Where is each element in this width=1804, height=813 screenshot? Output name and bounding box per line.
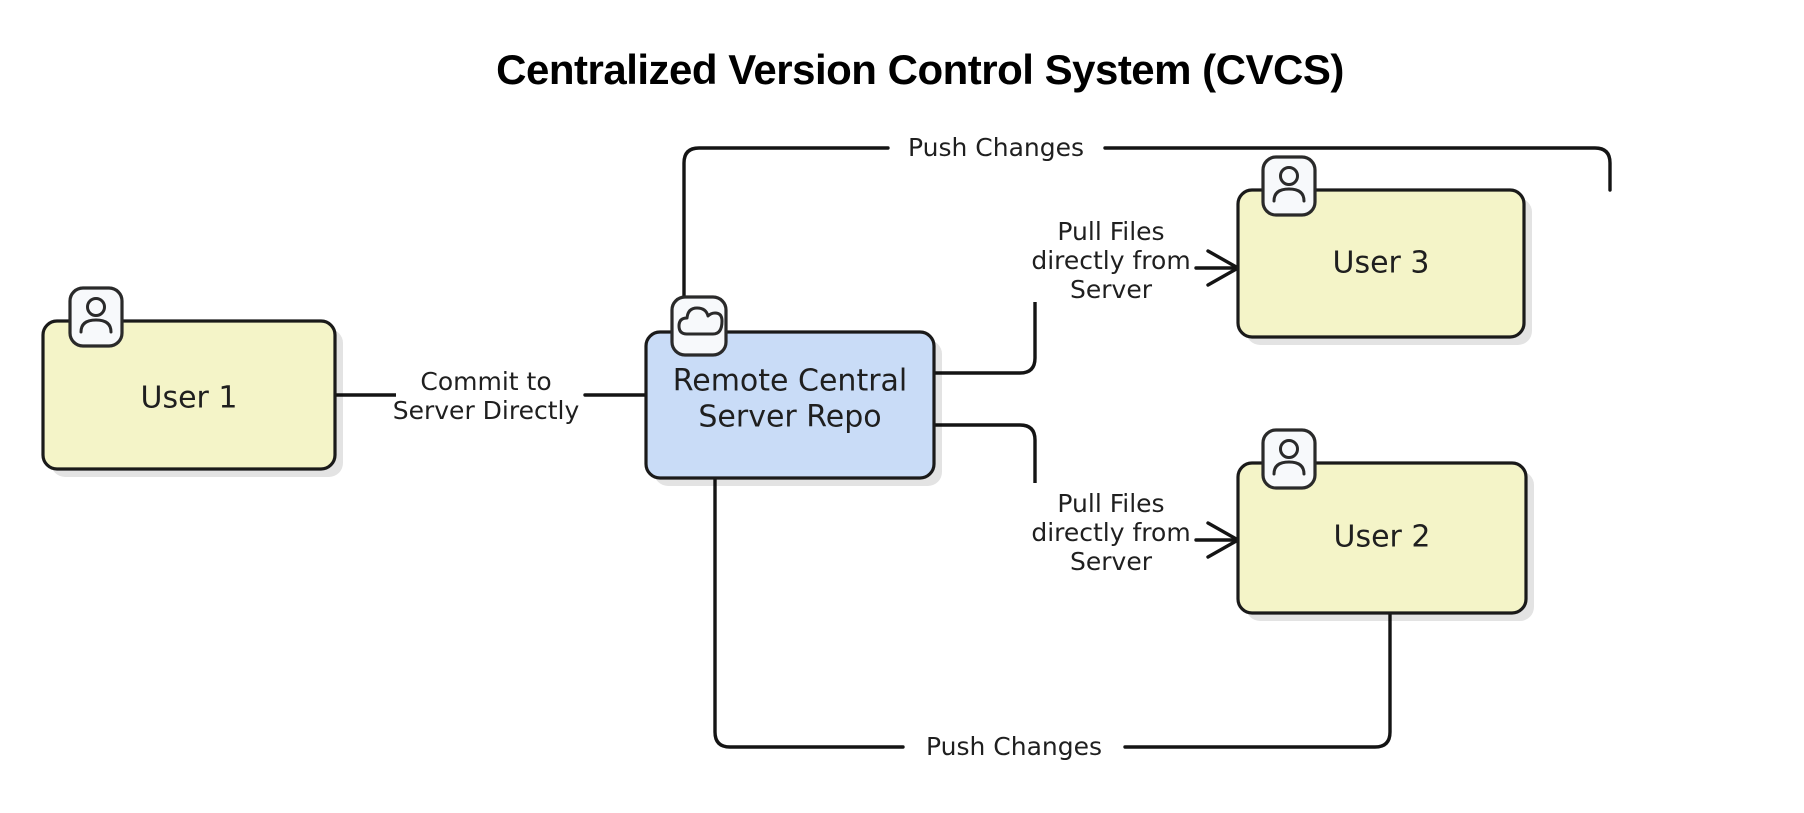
node-user3-rect: [1236, 188, 1526, 339]
edge-push-user3-label-line1: Push Changes: [908, 133, 1084, 162]
user-icon-head: [1279, 439, 1299, 459]
user-icon: [68, 286, 124, 348]
edge-push-user3-label-bg: [890, 128, 1102, 166]
cloud-icon-badge: [670, 295, 728, 357]
edge-pull-user3-label: Pull Files directly from Server: [1030, 211, 1192, 304]
edge-pull-user3-label-line2: directly from: [1031, 246, 1190, 275]
edge-pull-user2-label-line3: Server: [1070, 547, 1153, 576]
edge-push-user3-label: Push Changes: [890, 128, 1102, 166]
edge-push-user2-label: Push Changes: [906, 727, 1122, 765]
edge-push-user2-label-bg: [906, 727, 1122, 765]
edge-pull-user2-label-line1: Pull Files: [1057, 489, 1164, 518]
edge-commit-label-line2: Server Directly: [393, 396, 580, 425]
node-server-label-line1: Remote Central: [673, 364, 908, 399]
node-user1-rect: [41, 319, 337, 471]
node-user3-label: User 3: [1332, 246, 1429, 281]
edge-pull-user2-label: Pull Files directly from Server: [1030, 483, 1192, 576]
edge-commit-label-line1: Commit to: [420, 367, 551, 396]
edge-pull-user3-label-bg: [1030, 211, 1192, 302]
user-icon: [1261, 428, 1317, 490]
edge-push-user2-label-line1: Push Changes: [926, 732, 1102, 761]
node-user3[interactable]: User 3: [1236, 155, 1532, 345]
node-server[interactable]: Remote Central Server Repo: [644, 295, 942, 486]
edge-push-user2-segment-right: [1123, 611, 1392, 749]
user-icon-shoulders: [1272, 187, 1306, 203]
user-icon-shoulders: [1272, 460, 1306, 476]
node-user1[interactable]: User 1: [41, 286, 343, 477]
node-server-rect: [644, 330, 936, 480]
edge-pull-user3-label-line1: Pull Files: [1057, 217, 1164, 246]
node-user1-label: User 1: [140, 381, 237, 416]
cloud-icon-glyph: [677, 306, 724, 336]
edge-pull-user2-label-bg: [1030, 483, 1192, 574]
user-icon: [1261, 155, 1317, 217]
user-icon-head: [1279, 166, 1299, 186]
node-user2[interactable]: User 2: [1236, 428, 1534, 621]
edge-commit-label-bg: [396, 361, 576, 423]
edge-commit-label: Commit to Server Directly: [393, 361, 580, 425]
node-server-label-line2: Server Repo: [698, 400, 881, 435]
node-user2-rect: [1236, 461, 1528, 615]
cloud-icon: [670, 295, 728, 357]
edge-push-user3-segment-right: [1103, 146, 1612, 192]
node-user2-label: User 2: [1333, 520, 1430, 555]
user-icon-head: [86, 297, 106, 317]
edge-pull-user2-label-line2: directly from: [1031, 518, 1190, 547]
page-title: Centralized Version Control System (CVCS…: [496, 46, 1344, 93]
edge-pull-user3-label-line3: Server: [1070, 275, 1153, 304]
user-icon-shoulders: [79, 318, 113, 334]
